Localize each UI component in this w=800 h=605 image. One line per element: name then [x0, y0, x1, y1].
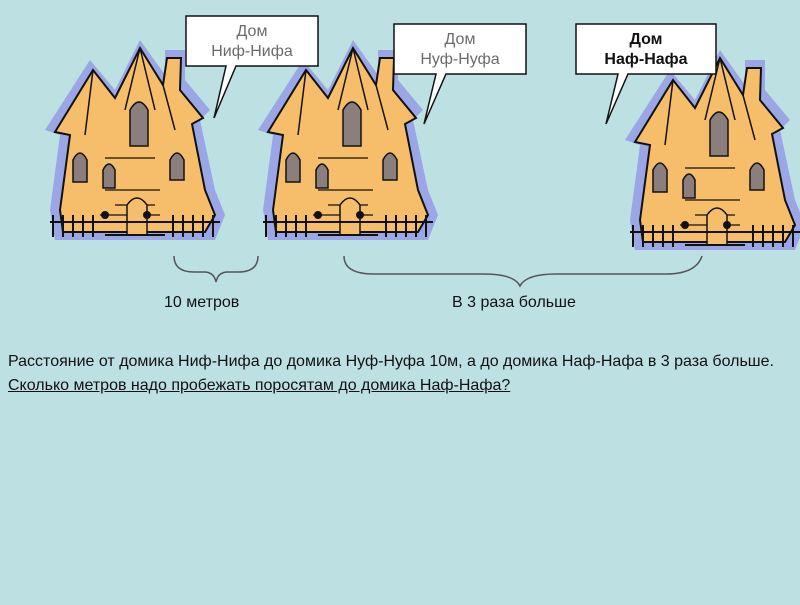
bubble-line2: Нуф-Нуфа	[394, 50, 526, 70]
bubble-line1: Дом	[186, 22, 318, 42]
problem-statement: Расстояние от домика Ниф-Нифа до домика …	[8, 353, 774, 370]
problem-text: Расстояние от домика Ниф-Нифа до домика …	[8, 350, 788, 398]
bubble-line1: Дом	[576, 30, 716, 50]
house-nif-nif	[45, 40, 225, 240]
distance-label-10m: 10 метров	[164, 294, 239, 312]
bubble-line2: Наф-Нафа	[576, 50, 716, 70]
bubble-text-nuf-nuf: Дом Нуф-Нуфа	[394, 30, 526, 70]
problem-question: Сколько метров надо пробежать поросятам …	[8, 377, 510, 394]
bubble-line1: Дом	[394, 30, 526, 50]
bubble-line2: Ниф-Нифа	[186, 42, 318, 62]
brace-10m	[174, 256, 258, 282]
bubble-text-naf-naf: Дом Наф-Нафа	[576, 30, 716, 70]
bubble-text-nif-nif: Дом Ниф-Нифа	[186, 22, 318, 62]
brace-3x	[344, 256, 702, 286]
distance-label-3x: В 3 раза больше	[452, 294, 576, 312]
house-naf-naf	[625, 50, 800, 250]
